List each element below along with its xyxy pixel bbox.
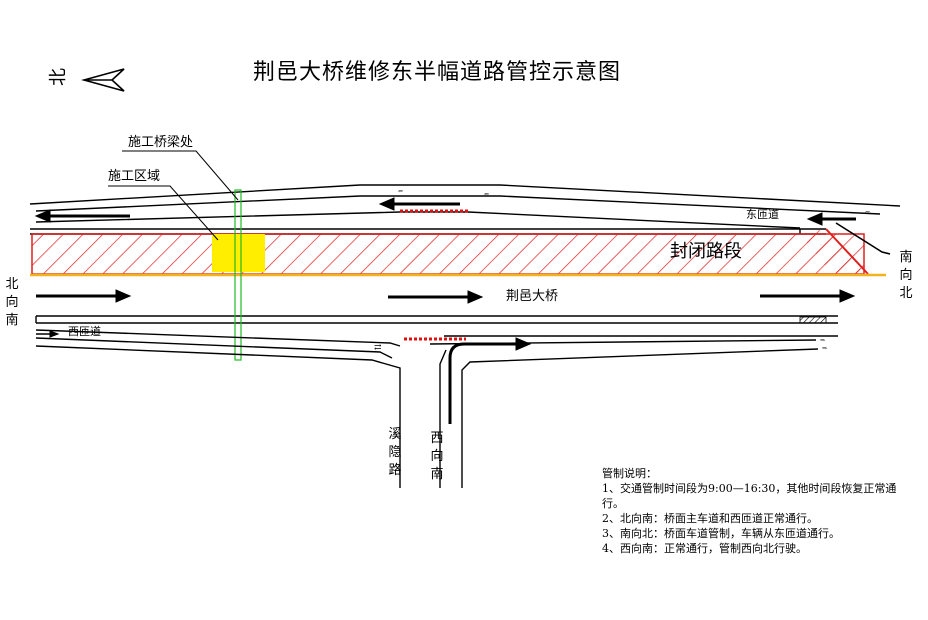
callout-leaders	[108, 150, 239, 241]
compass-arrow-icon	[80, 68, 125, 92]
compass-north-label: 北	[48, 68, 69, 86]
east-ramp-label: 东匝道	[746, 208, 779, 221]
notes-heading: 管制说明：	[602, 467, 657, 480]
bridge-label: 荆邑大桥	[506, 289, 559, 304]
west-ramp-marks: ⇒ ⇒	[820, 337, 827, 352]
notes-item: 4、西向南：正常通行，管制西向北行驶。	[602, 542, 807, 555]
closed-taper-edge	[825, 228, 869, 275]
control-notes: 管制说明： 1、交通管制时间段为9:00—16:30，其他时间段恢复正常通行。 …	[602, 466, 902, 556]
bridge-work-marker	[234, 189, 242, 361]
label-xiyin-road: 溪隐路	[388, 427, 402, 478]
traffic-arrows: ⇄	[34, 197, 891, 424]
notes-item: 3、南向北：桥面车道管制，车辆从东匝道通行。	[602, 527, 840, 540]
west-ramp-end-block	[799, 316, 827, 324]
label-south-to-north: 南向北	[899, 250, 913, 301]
closed-taper	[800, 229, 864, 274]
work-zone	[212, 234, 265, 272]
svg-text:⇒: ⇒	[820, 337, 825, 344]
west-ramp-road	[35, 329, 838, 488]
svg-text:⇐: ⇐	[398, 188, 403, 195]
callout-work-zone: 施工区域	[108, 169, 161, 184]
callout-bridge-deck-work: 施工桥梁处	[128, 135, 194, 150]
label-west-to-south: 西向南	[430, 431, 444, 482]
notes-item: 2、北向南：桥面主车道和西匝道正常通行。	[602, 512, 818, 525]
svg-text:⇄: ⇄	[374, 343, 382, 353]
page-title: 荆邑大桥维修东半幅道路管控示意图	[253, 60, 622, 85]
label-north-to-south: 北向南	[5, 277, 19, 328]
svg-text:⇐: ⇐	[865, 209, 870, 216]
closed-section-hatch	[31, 233, 865, 275]
closed-section-label: 封闭路段	[670, 241, 742, 262]
notes-item: 1、交通管制时间段为9:00—16:30，其他时间段恢复正常通行。	[602, 482, 897, 510]
east-ramp-road	[29, 184, 901, 229]
svg-text:⇒: ⇒	[822, 345, 827, 352]
east-ramp-marks: ⇐ ⇐ ⇐	[398, 188, 870, 216]
svg-text:⇐: ⇐	[484, 191, 489, 198]
west-ramp-label: 西匝道	[68, 325, 101, 338]
